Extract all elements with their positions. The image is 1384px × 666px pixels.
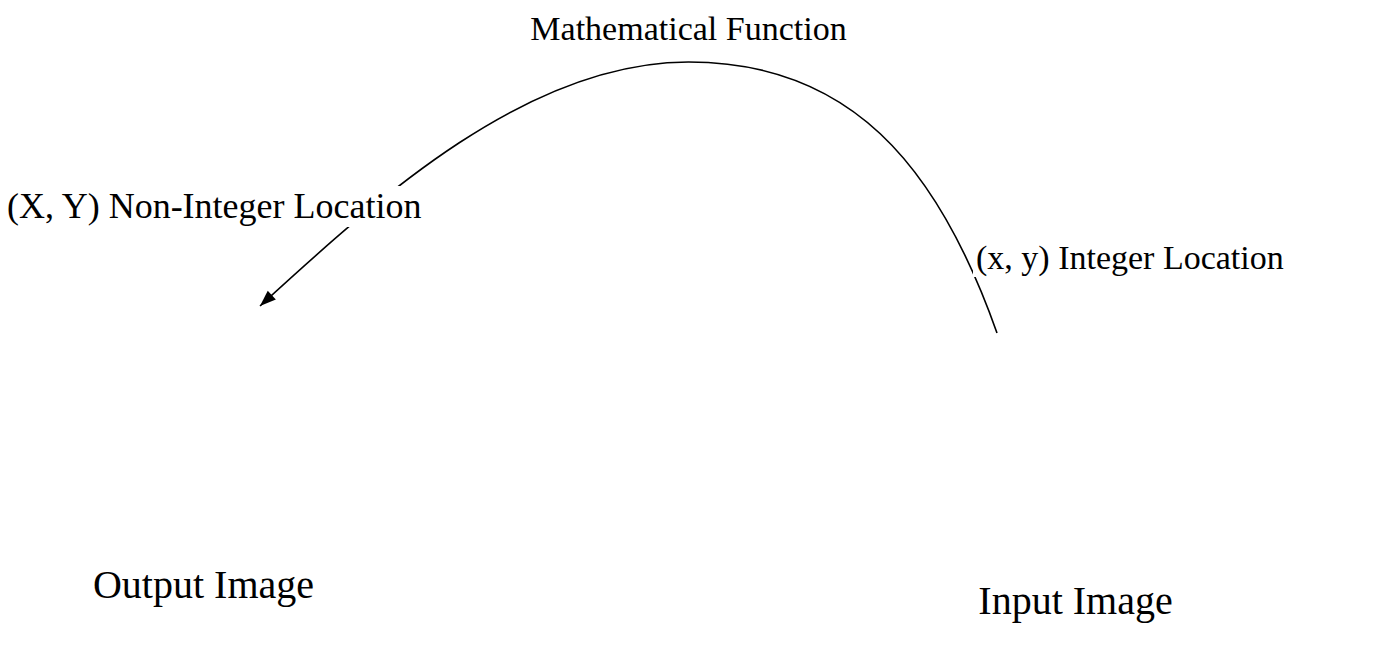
pixel-grid: [903, 298, 1208, 530]
image-grid: (x, y) Integer LocationInput Image: [903, 298, 1208, 530]
pixel-grid: [50, 278, 357, 512]
image-caption: Input Image: [975, 578, 1175, 624]
image-caption: Output Image: [90, 562, 317, 608]
pixel-dot: [991, 334, 1003, 346]
grid-figure: [50, 278, 357, 512]
pixel-dot: [249, 305, 261, 317]
edge-label: Mathematical Function: [527, 9, 849, 48]
location-label: (X, Y) Non-Integer Location: [4, 186, 425, 227]
grid-figure: [903, 298, 1208, 530]
location-label: (x, y) Integer Location: [973, 238, 1287, 277]
leaf-image: [903, 298, 1208, 530]
image-grid: (X, Y) Non-Integer LocationOutput Image: [50, 278, 357, 512]
